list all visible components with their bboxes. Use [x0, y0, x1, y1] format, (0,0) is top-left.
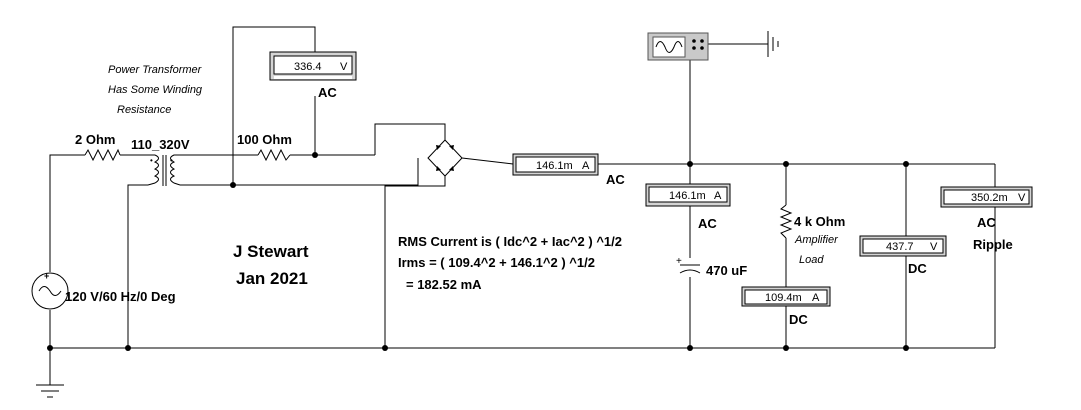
label-ac-line-mode: AC [606, 172, 625, 187]
voltmeter-dc[interactable]: 437.7 V [859, 235, 947, 257]
meter-value: 437.7 [886, 241, 914, 253]
label-r-load: 4 k Ohm [794, 214, 845, 229]
label-source: 120 V/60 Hz/0 Deg [65, 289, 176, 304]
transformer-note-line2: Has Some Winding [108, 84, 203, 96]
oscilloscope[interactable] [647, 32, 709, 61]
label-transformer: 110_320V [131, 137, 190, 152]
meter-unit: V [1018, 192, 1026, 204]
svg-text:+: + [44, 271, 49, 281]
label-r-primary: 2 Ohm [75, 132, 115, 147]
load-note-line2: Load [799, 254, 824, 266]
capacitor-470uf[interactable]: + [676, 256, 701, 274]
meter-value: 109.4m [765, 292, 802, 304]
label-r-secondary: 100 Ohm [237, 132, 292, 147]
ground-icon [36, 384, 64, 398]
meter-value: 336.4 [294, 61, 322, 73]
voltmeter-secondary[interactable]: 336.4 V [269, 51, 357, 81]
transformer[interactable]: • • [147, 154, 181, 186]
rms-line1: RMS Current is ( Idc^2 + Iac^2 ) ^1/2 [398, 234, 622, 249]
transformer-note-line3: Resistance [117, 104, 171, 116]
meter-unit: V [340, 61, 348, 73]
label-ripple-meter-mode: AC [977, 215, 996, 230]
rms-line3: = 182.52 mA [406, 277, 482, 292]
bridge-rectifier[interactable] [427, 139, 463, 177]
label-load-meter-mode: DC [789, 312, 808, 327]
svg-text:•: • [170, 156, 173, 165]
label-dc-meter-mode: DC [908, 261, 927, 276]
load-note-line1: Amplifier [794, 234, 839, 246]
svg-text:+: + [676, 256, 682, 267]
label-capacitor: 470 uF [706, 263, 747, 278]
meter-unit: A [582, 160, 590, 172]
ammeter-load[interactable]: 109.4m A [741, 286, 831, 307]
meter-value: 146.1m [536, 160, 573, 172]
meter-value: 146.1m [669, 190, 706, 202]
scope-ground-icon [767, 31, 779, 57]
author-name: J Stewart [233, 242, 309, 261]
resistor-4k-ohm[interactable] [779, 204, 793, 239]
meter-value: 350.2m [971, 192, 1008, 204]
svg-text:•: • [150, 156, 153, 165]
wires [49, 26, 996, 385]
ac-source[interactable]: + [31, 271, 69, 310]
label-cap-meter-mode: AC [698, 216, 717, 231]
voltmeter-ripple[interactable]: 350.2m V [940, 186, 1033, 208]
meter-unit: V [930, 241, 938, 253]
meter-unit: A [812, 292, 820, 304]
label-ripple-meter-mode2: Ripple [973, 237, 1013, 252]
rms-line2: Irms = ( 109.4^2 + 146.1^2 ) ^1/2 [398, 255, 595, 270]
resistor-2-ohm[interactable] [84, 148, 121, 162]
transformer-note-line1: Power Transformer [108, 64, 203, 76]
junction-dots [47, 152, 909, 351]
ammeter-ac-line[interactable]: 146.1m A [512, 153, 599, 176]
author-date: Jan 2021 [236, 269, 308, 288]
meter-unit: A [714, 190, 722, 202]
label-v-secondary-mode: AC [318, 85, 337, 100]
ammeter-capacitor[interactable]: 146.1m A [645, 183, 731, 207]
resistor-100-ohm[interactable] [257, 148, 291, 162]
